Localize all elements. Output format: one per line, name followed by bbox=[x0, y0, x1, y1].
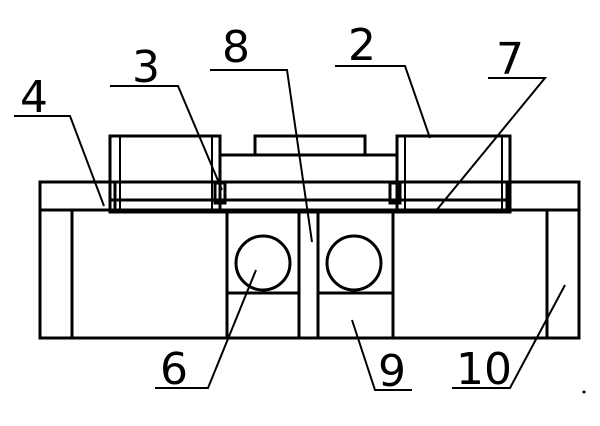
stray-mark bbox=[582, 390, 586, 394]
top-plate-right bbox=[505, 180, 581, 212]
label-3: 3 bbox=[132, 42, 160, 93]
bearing-ball-right bbox=[325, 234, 383, 292]
label-6: 6 bbox=[160, 344, 188, 395]
label-8: 8 bbox=[222, 22, 250, 73]
right-wall bbox=[545, 208, 581, 340]
label-9: 9 bbox=[378, 346, 406, 397]
leader-lines bbox=[14, 65, 566, 391]
part-labels: 2 3 4 8 7 6 9 10 bbox=[20, 20, 524, 397]
shaft bbox=[297, 210, 320, 340]
left-wall bbox=[38, 208, 74, 340]
upper-assembly bbox=[108, 134, 512, 214]
label-2: 2 bbox=[348, 20, 376, 71]
label-10: 10 bbox=[456, 344, 512, 395]
top-cap bbox=[253, 134, 367, 157]
label-4: 4 bbox=[20, 72, 48, 123]
label-7: 7 bbox=[496, 34, 524, 85]
bearing-ball-left bbox=[234, 234, 292, 292]
seal-right bbox=[388, 181, 402, 205]
hatched-core bbox=[218, 153, 399, 202]
